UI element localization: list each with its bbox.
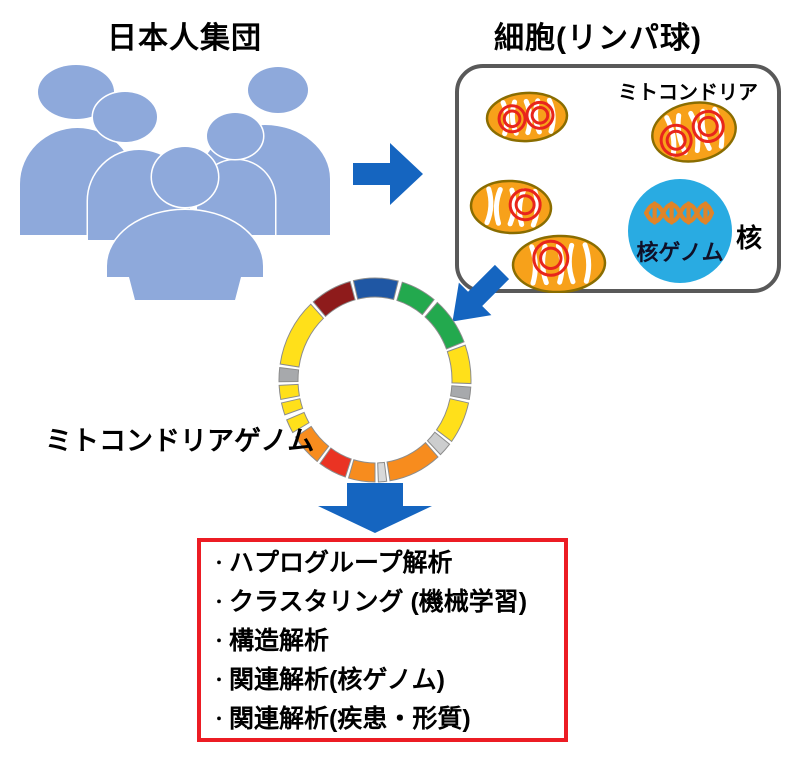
person-front-center-icon <box>105 145 265 302</box>
list-item: ・ 構造解析 <box>209 622 564 661</box>
arrow-down-icon <box>318 483 432 533</box>
dna-icon <box>644 201 714 225</box>
analysis-item-association-nuclear: 関連解析(核ゲノム) <box>229 666 445 694</box>
bullet-icon: ・ <box>211 633 227 650</box>
bullet-icon: ・ <box>211 711 227 728</box>
bullet-icon: ・ <box>211 594 227 611</box>
mitochondrion-icon <box>469 179 553 235</box>
mitochondrial-genome-label: ミトコンドリアゲノム <box>45 426 315 456</box>
genome-ring-segment <box>347 459 376 483</box>
mitochondrial-genome-ring <box>278 277 472 483</box>
genome-ring-segment <box>285 411 310 434</box>
list-item: ・ 関連解析(疾患・形質) <box>209 700 564 739</box>
analysis-box: ・ ハプログループ解析 ・ クラスタリング (機械学習) ・ 構造解析 ・ 関連… <box>197 538 568 742</box>
genome-ring-segment <box>446 344 472 385</box>
genome-ring-segment <box>294 425 330 463</box>
genome-ring-segment <box>377 461 388 483</box>
genome-ring-segment <box>278 367 300 383</box>
nucleus-label: 核 <box>736 223 763 253</box>
mitochondria-group-icon <box>469 91 737 293</box>
genome-ring-segment <box>352 277 399 301</box>
arrow-right-icon <box>353 143 423 205</box>
list-item: ・ クラスタリング (機械学習) <box>209 583 564 622</box>
genome-ring-segment <box>386 441 439 482</box>
genome-ring-segment <box>450 385 472 401</box>
genome-ring-segment <box>279 303 325 368</box>
arrow-diagonal-icon <box>452 264 510 322</box>
genome-ring-segment <box>312 280 356 318</box>
genome-ring-segment <box>435 398 470 443</box>
mitochondrion-icon <box>485 91 569 143</box>
analysis-item-clustering: クラスタリング (機械学習) <box>229 588 528 616</box>
genome-ring-segment <box>426 431 451 456</box>
genome-ring-segment <box>280 398 304 416</box>
genome-ring-segment <box>319 447 352 478</box>
population-people-icon <box>18 63 332 302</box>
nucleus-icon: 核ゲノム <box>628 179 732 283</box>
mitochondria-label: ミトコンドリア <box>618 82 758 104</box>
analysis-item-haplogroup: ハプログループ解析 <box>229 549 453 577</box>
genome-ring-segment <box>278 383 300 401</box>
analysis-item-association-disease: 関連解析(疾患・形質) <box>229 705 471 733</box>
list-item: ・ 関連解析(核ゲノム) <box>209 661 564 700</box>
nucleus-genome-label: 核ゲノム <box>636 240 724 265</box>
bullet-icon: ・ <box>211 555 227 572</box>
genome-ring-segment <box>424 301 465 350</box>
cell-title: 細胞(リンパ球) <box>494 22 702 55</box>
bullet-icon: ・ <box>211 672 227 689</box>
population-title: 日本人集団 <box>107 22 262 55</box>
genome-ring-segment <box>396 281 435 316</box>
mitochondrion-icon <box>651 101 737 163</box>
list-item: ・ ハプログループ解析 <box>209 544 564 583</box>
analysis-item-structure: 構造解析 <box>229 627 330 655</box>
